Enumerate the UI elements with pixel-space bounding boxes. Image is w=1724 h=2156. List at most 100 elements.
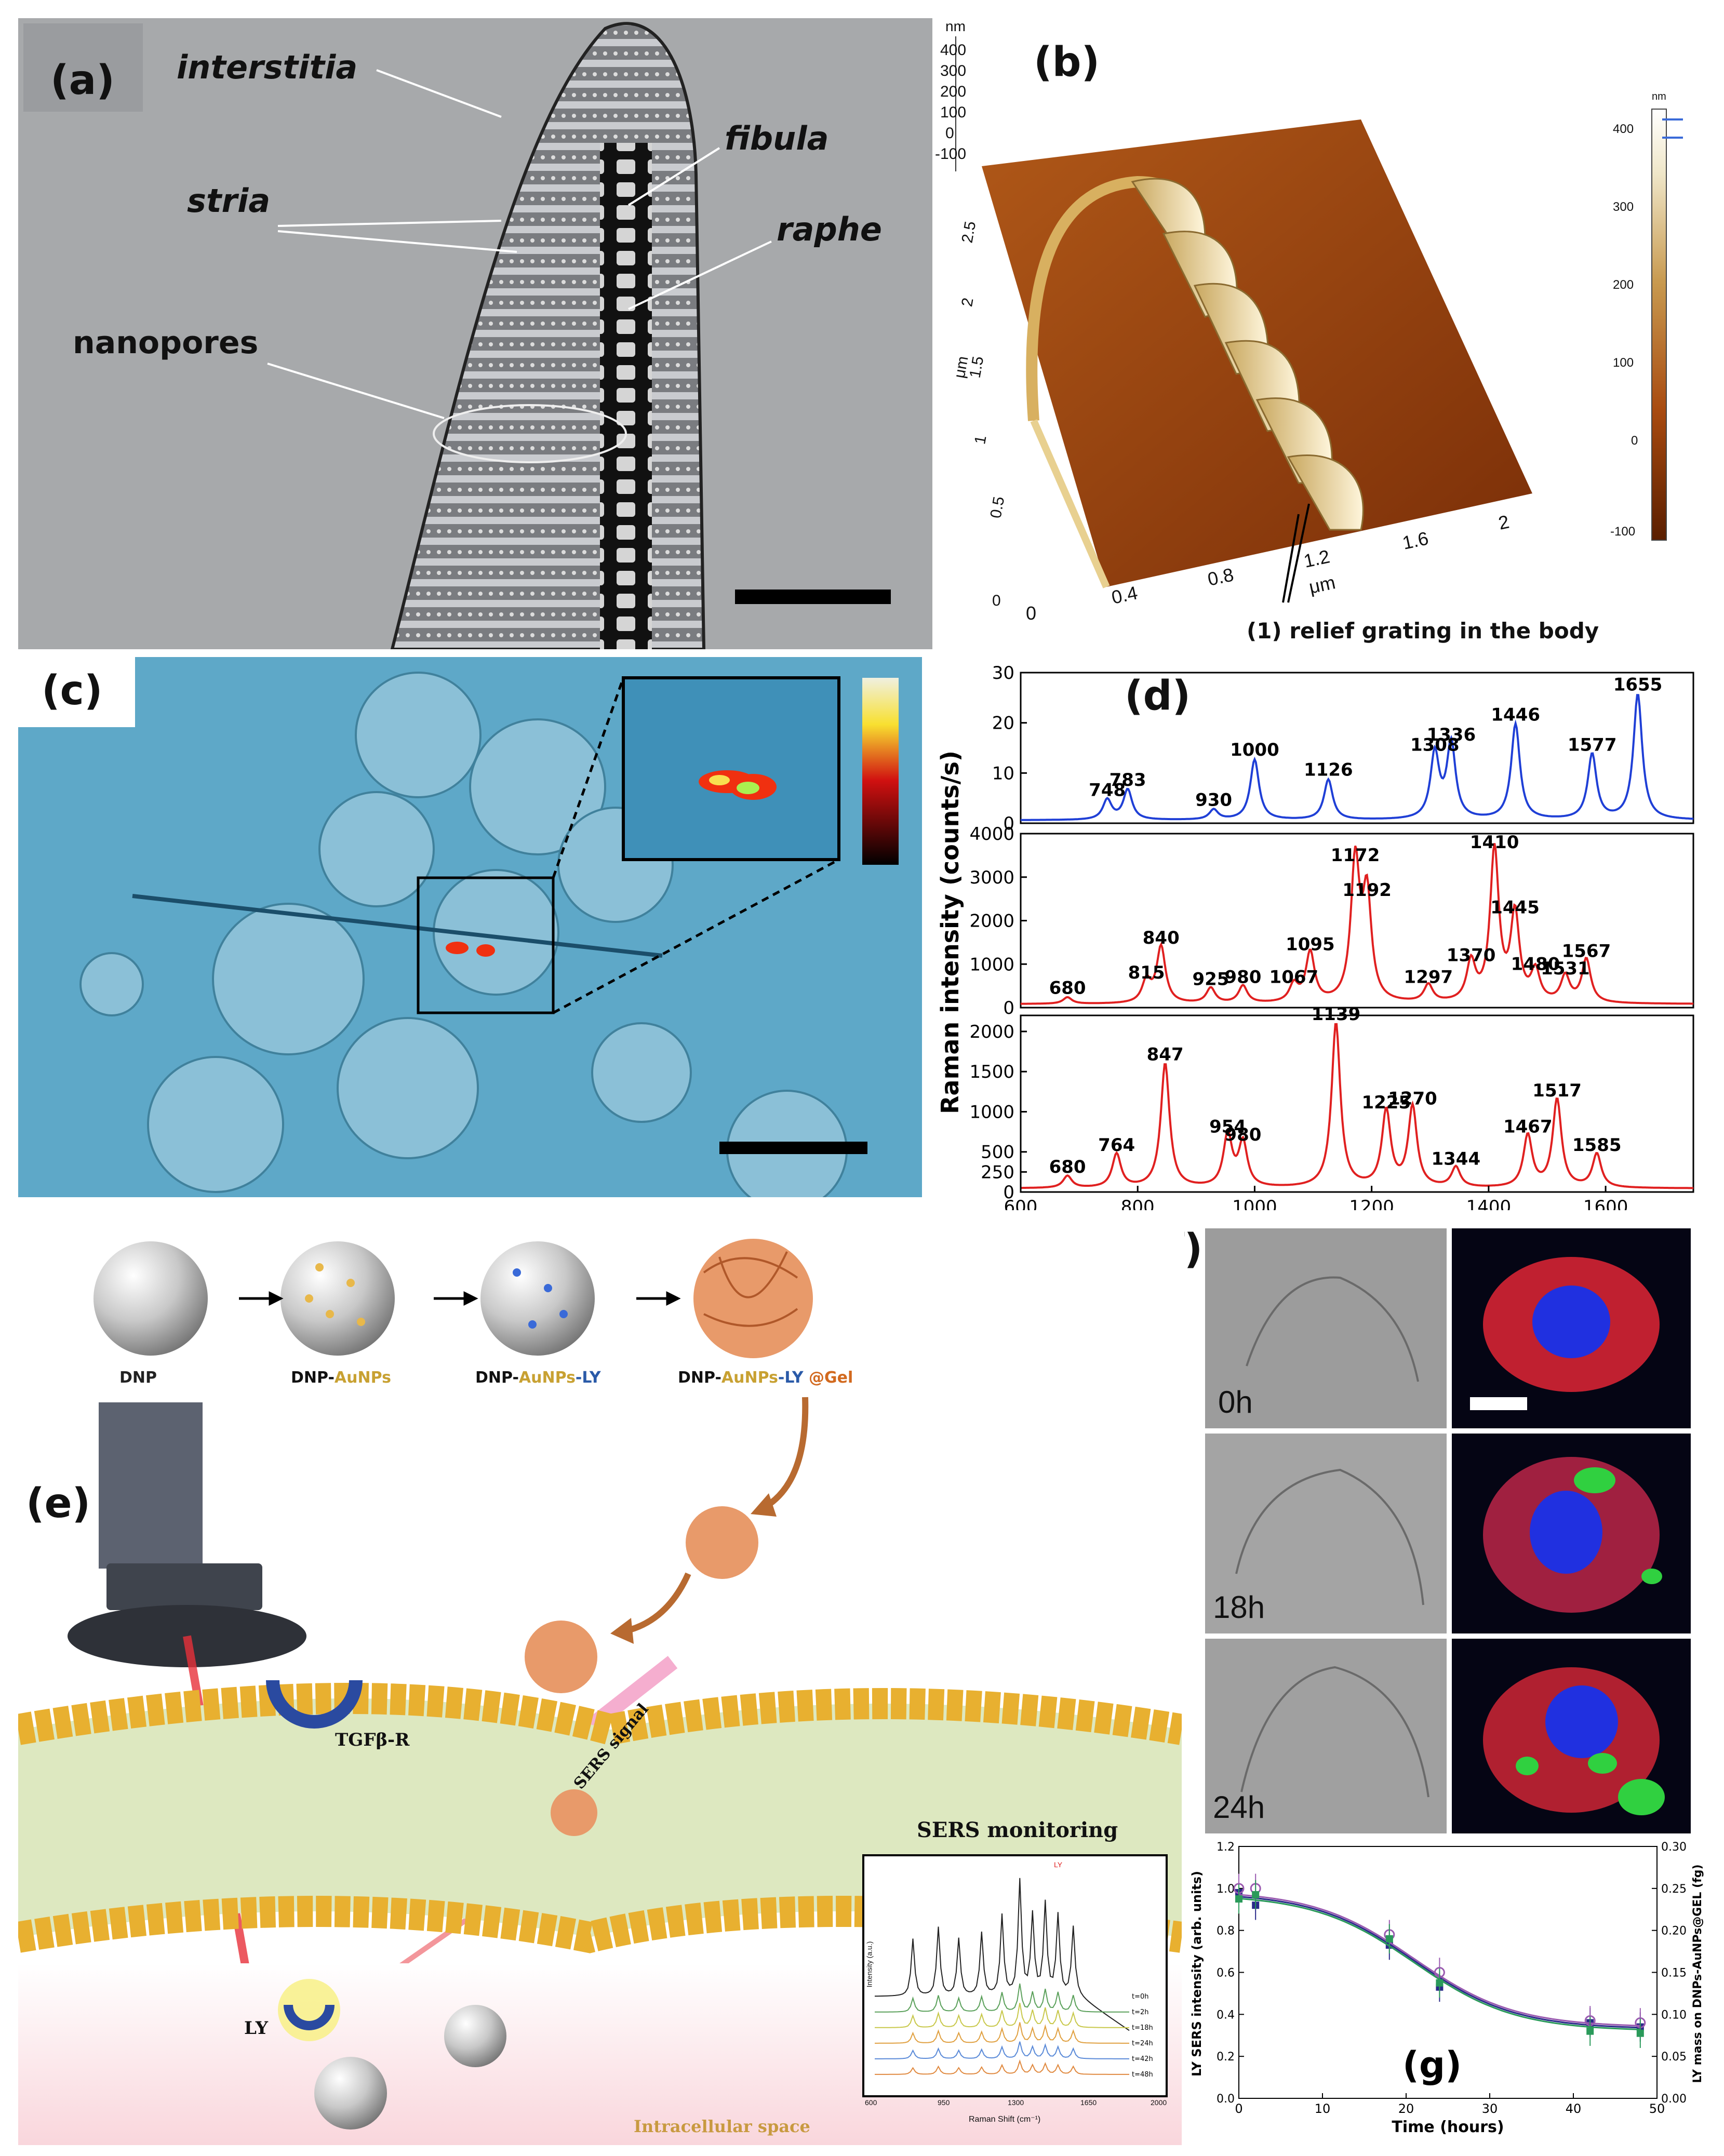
y-tick-label: 0 [1003,1182,1014,1203]
peak-label: 815 [1128,962,1165,983]
panel-a-image [23,22,891,649]
colorbar-tick: 300 [1613,200,1634,214]
sers-trace-label: t=48h [1132,2071,1153,2079]
peak-label: 980 [1224,967,1261,988]
step-label-dnp-aunps: DNP-AuNPs [291,1369,391,1387]
data-point [1586,2027,1594,2035]
peak-label: 840 [1143,928,1180,948]
step-part: AuNPs [518,1369,576,1387]
sers-trace [874,1878,1130,2031]
peak-label: 1225 [1361,1092,1411,1113]
peak-label: 1126 [1304,760,1353,781]
peak-label: 847 [1147,1044,1184,1065]
peak-label: 1270 [1388,1088,1437,1109]
spectrum-line-2 [1021,1023,1693,1189]
z-tick: 100 [940,104,967,121]
panel-b-surface [955,36,1683,603]
y-right-tick-label: 0.10 [1661,2008,1687,2021]
x-tick-label: 40 [1566,2101,1582,2116]
time-label-24h: 24h [1213,1790,1265,1825]
y-tick-label: 3000 [969,867,1014,888]
spectrum-line-0 [1021,694,1694,821]
y-tick-label: 4000 [969,824,1014,845]
y-tick-label: 1.0 [1217,1883,1235,1896]
afm-caption: (1) relief grating in the body [1247,618,1599,644]
z-tick: 400 [940,42,967,59]
sers-trace [875,2059,1129,2075]
peak-label: 1297 [1404,967,1453,988]
y-right-axis-label: LY mass on DNPs-AuNPs@GEL (fg) [1691,1865,1704,2083]
colorbar-tick: 400 [1613,122,1634,136]
y-tick: 0.5 [987,495,1008,520]
y-tick-label: 250 [981,1162,1014,1183]
peak-label: 1467 [1503,1117,1553,1137]
step-part: DNP [119,1369,157,1387]
peak-label: 1517 [1532,1080,1582,1101]
y-tick: 0 [992,592,1001,609]
y-tick-label: 10 [992,763,1014,784]
inset-xtick: 950 [938,2098,950,2107]
step-label-dnp: DNP [119,1369,157,1387]
data-point [1235,1895,1242,1903]
raman-spectra-svg: 0102030748783930100011261308133614461577… [936,663,1694,1234]
panel-d-label: (d) [1125,673,1191,719]
y-tick-label: 30 [992,663,1014,684]
z-tick: 200 [940,83,967,100]
y-tick-label: 1000 [969,1102,1014,1122]
peak-label: 1308 [1410,734,1460,755]
inset-ylabel: Intensity (a.u.) [865,1941,874,1988]
colorbar-tick: 200 [1613,278,1634,292]
x-tick: 0 [1026,602,1037,624]
step-part: -LY [778,1369,809,1387]
peak-label: 1336 [1426,725,1476,745]
peak-label: 1172 [1331,845,1380,866]
y-axis-label: Raman intensity (counts/s) [936,751,964,1114]
panel-c-cell-image: (c) [18,657,922,1197]
plot-frame [1020,1014,1694,1193]
panel-c-label: (c) [42,667,103,714]
colorbar-tick: -100 [1610,525,1636,539]
peak-label: 1577 [1568,734,1617,755]
x-tick-label: 10 [1315,2101,1331,2116]
sers-inset-title: SERS monitoring [917,1818,1118,1842]
sers-trace-label: t=24h [1132,2040,1153,2047]
y-tick-label: 0.6 [1217,1967,1235,1980]
panel-a-micrograph: (a) interstitia stria nanopores fibula r… [18,18,932,649]
inset-xtick: 600 [865,2098,877,2107]
colorbar-tick: 0 [1631,434,1638,448]
panel-c-image [18,657,899,1197]
y-tick: 1.5 [966,355,987,380]
plot-frame [1020,672,1694,824]
y-right-tick-label: 0.25 [1661,1883,1687,1896]
step-part: -LY [575,1369,601,1387]
ly-label: LY [244,2018,269,2039]
inset-xtick: 1650 [1080,2098,1097,2107]
panel-e-label: (e) [26,1480,91,1527]
y-tick-label: 0.4 [1217,2008,1235,2021]
peak-label: 1585 [1572,1135,1622,1156]
peak-label: 930 [1195,790,1232,811]
data-point [1636,2029,1644,2037]
y-right-tick-label: 0.20 [1661,1925,1687,1938]
data-point [1436,1979,1444,1987]
label-nanopores: nanopores [73,325,259,361]
y-axis-label: LY SERS intensity (arb. units) [1190,1871,1204,2077]
peak-label: 1344 [1431,1148,1480,1169]
peak-label: 1655 [1613,674,1663,695]
peak-label: 1480 [1511,954,1560,974]
peak-label: 748 [1089,780,1126,800]
inset-xlabel: Raman Shift (cm⁻¹) [969,2115,1041,2124]
peak-label: 1139 [1312,1004,1361,1025]
peak-label: 680 [1049,977,1086,998]
y-tick-label: 1.2 [1217,1841,1235,1854]
label-interstitia: interstitia [177,48,358,86]
peak-label: 1445 [1490,898,1540,918]
y-tick-label: 2000 [969,1022,1014,1042]
y-tick-label: 2000 [969,911,1014,932]
x-tick-label: 0 [1235,2101,1242,2116]
time-label-18h: 18h [1213,1590,1265,1625]
peak-label: 1410 [1470,832,1519,853]
peak-label: 1370 [1447,945,1496,966]
z-tick: 300 [940,62,967,79]
panel-e-schematic: (e) DNP DNP-AuNPs DNP-AuNPs-LY DNP-AuNPs… [18,1210,1182,2145]
